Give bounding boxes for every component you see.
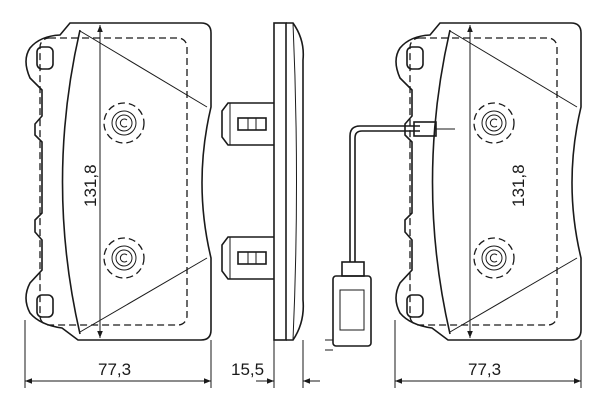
right-pad-height-label: 131,8 <box>509 164 528 207</box>
right-pad-width-label: 77,3 <box>468 360 501 379</box>
thickness-label: 15,5 <box>231 360 264 379</box>
left-pad-width-label: 77,3 <box>98 360 131 379</box>
wear-sensor-wire <box>325 121 455 351</box>
left-pad-outline <box>25 23 211 388</box>
right-pad-outline <box>395 23 581 388</box>
side-view <box>221 22 320 388</box>
left-pad-height-label: 131,8 <box>81 164 100 207</box>
